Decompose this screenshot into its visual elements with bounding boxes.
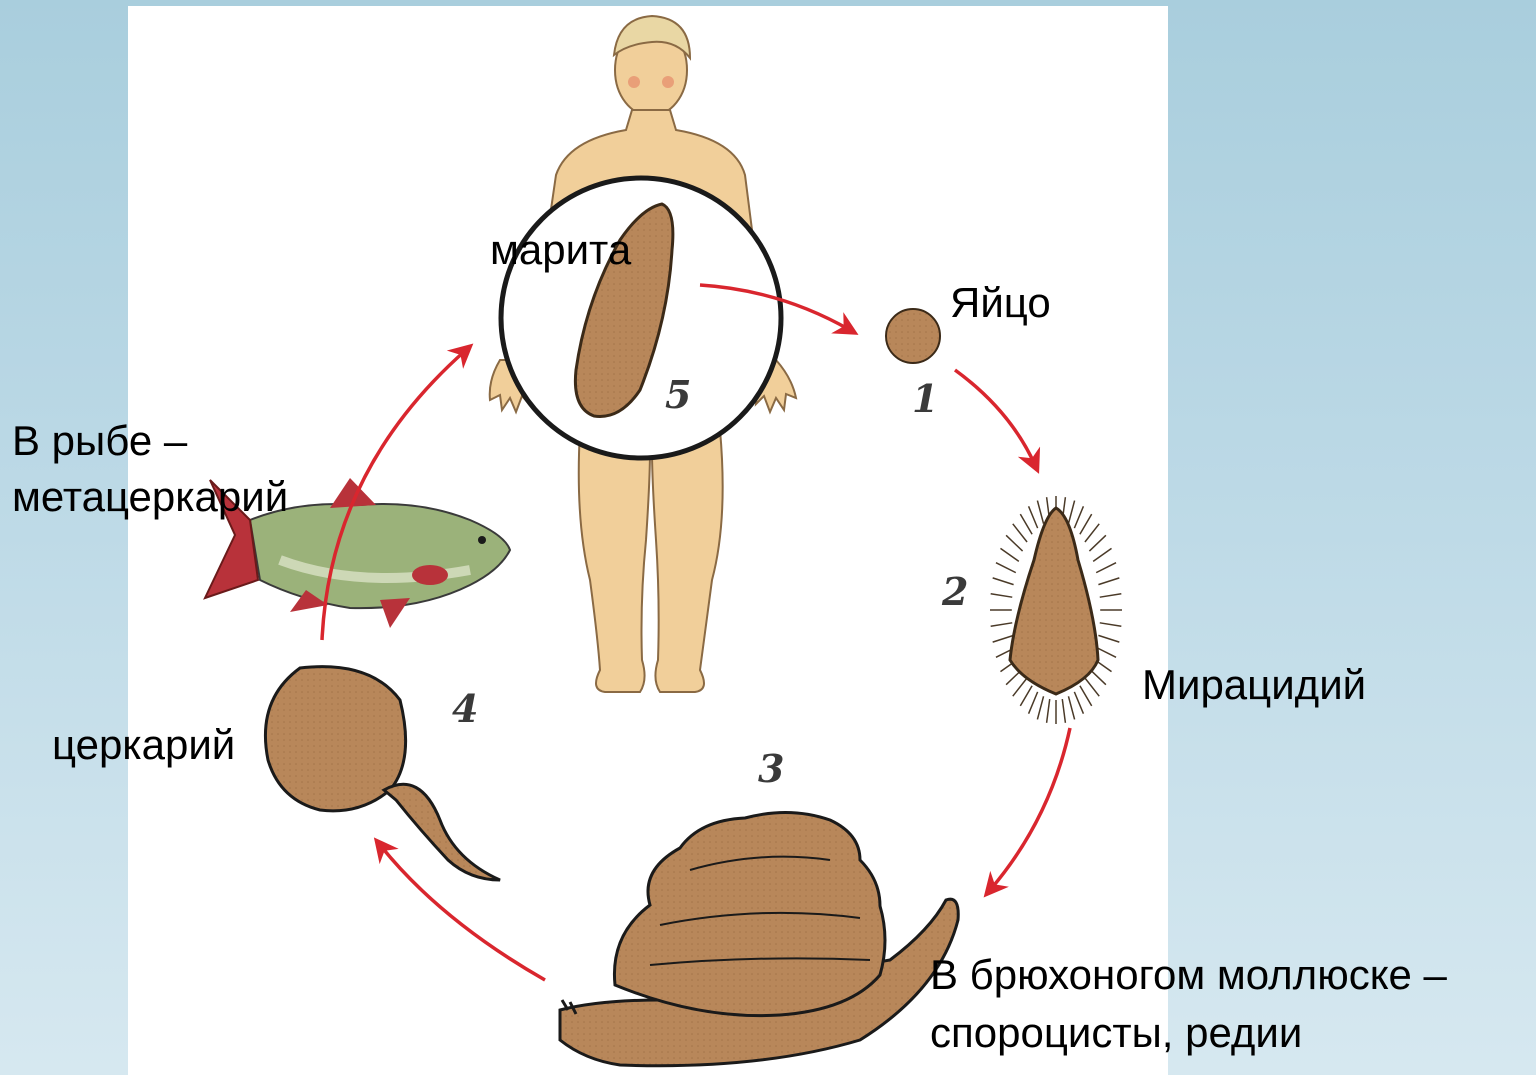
cilium — [1006, 535, 1022, 551]
cilium — [1013, 524, 1027, 542]
cilium — [1089, 535, 1105, 551]
cilium — [1029, 692, 1038, 714]
stage-number-5: 5 — [665, 372, 691, 417]
arrow-egg-to-miracidium — [955, 370, 1035, 465]
cilium — [1020, 686, 1032, 706]
label-marita: марита — [490, 227, 631, 273]
cilium — [1085, 524, 1099, 542]
snail-host-icon — [560, 812, 958, 1065]
cilium — [1074, 506, 1083, 528]
stage-number-1: 1 — [912, 376, 938, 421]
label-miracidium: Мирацидий — [1142, 662, 1366, 708]
cilium — [993, 635, 1014, 642]
label-fish-line1: В рыбе – — [12, 418, 187, 464]
cilium — [1080, 514, 1092, 534]
cilium — [1068, 696, 1074, 719]
label-snail-line2: спороцисты, редии — [930, 1010, 1302, 1056]
cilium — [1100, 594, 1122, 597]
cilium — [1093, 548, 1111, 561]
cilium — [1098, 578, 1119, 585]
cilium — [1074, 692, 1083, 714]
stage-number-2: 2 — [941, 569, 968, 614]
cilium — [1037, 501, 1043, 524]
cilium — [1047, 699, 1050, 723]
cilium — [1029, 506, 1038, 528]
label-cercaria: церкарий — [52, 722, 235, 768]
cilium — [1037, 696, 1043, 719]
cilium — [991, 594, 1013, 597]
cilium — [1020, 514, 1032, 534]
label-egg: Яйцо — [950, 280, 1051, 326]
cilium — [1062, 699, 1065, 723]
miracidium-icon — [990, 496, 1122, 724]
cilium — [1068, 501, 1074, 524]
cilium — [996, 563, 1016, 573]
cilium — [1098, 635, 1119, 642]
cilium — [993, 578, 1014, 585]
label-fish-line2: метацеркарий — [12, 474, 288, 520]
stage-number-3: 3 — [758, 746, 784, 791]
cilium — [1096, 563, 1116, 573]
cilium — [1080, 686, 1092, 706]
cilium — [1085, 678, 1099, 696]
egg-icon — [886, 309, 940, 363]
cilium — [1000, 548, 1018, 561]
cilium — [1013, 678, 1027, 696]
cilium — [1100, 623, 1122, 626]
arrow-miracidium-to-snail — [990, 728, 1070, 890]
label-snail-line1: В брюхоногом моллюске – — [930, 952, 1447, 998]
stage-number-4: 4 — [452, 686, 478, 731]
cilium — [991, 623, 1013, 626]
